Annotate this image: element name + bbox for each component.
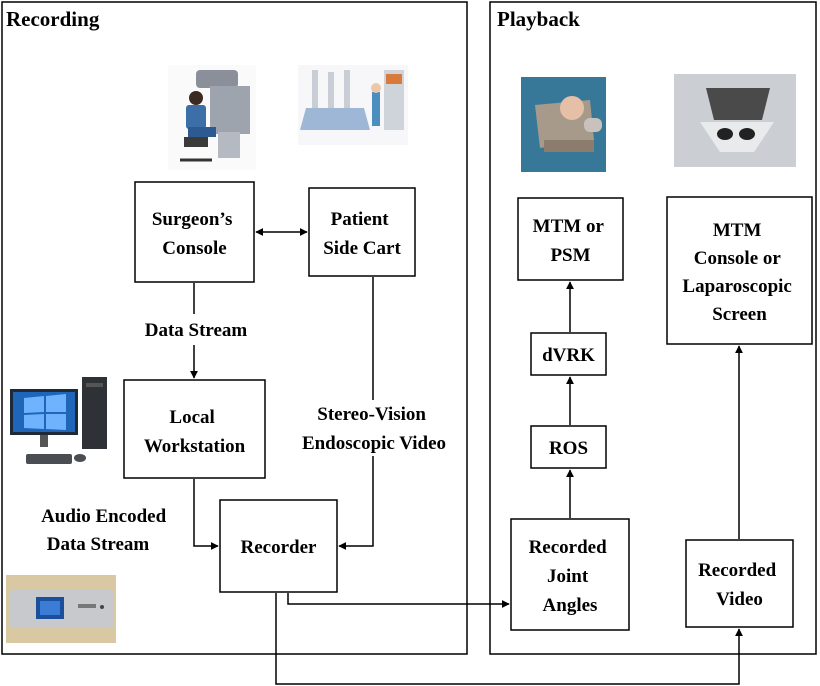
stereo-recorder-arrow (338, 456, 374, 550)
recording-panel (1, 1, 468, 655)
recorded-video-box: Recorded Video (685, 539, 794, 628)
recording-panel-title: Recording (6, 7, 100, 31)
surgeon-console-box: Surgeon’s Console (134, 181, 255, 283)
surgeon-console-label: Surgeon’s Console (152, 209, 237, 259)
local-workstation-label: Local Workstation (144, 407, 246, 457)
mtm-psm-box: MTM or PSM (517, 197, 624, 281)
recorded-joint-angles-label: Recorded Joint Angles (529, 537, 612, 616)
data-stream-label: Data Stream (145, 320, 248, 341)
mtm-psm-label: MTM or PSM (533, 216, 609, 266)
recorder-box: Recorder (219, 499, 338, 593)
ros-box: ROS (530, 425, 607, 469)
ros-label: ROS (549, 438, 588, 459)
patient-cart-box: Patient Side Cart (308, 187, 416, 277)
local-workstation-box: Local Workstation (123, 379, 266, 479)
playback-panel (489, 1, 817, 655)
audio-encoded-label: Audio Encoded Data Stream (41, 506, 171, 555)
patient-cart-photo (298, 65, 408, 145)
recorded-video-label: Recorded Video (698, 560, 781, 610)
mtm-console-box: MTM Console or Laparoscopic Screen (666, 196, 813, 345)
recorded-joint-angles-box: Recorded Joint Angles (510, 518, 630, 631)
mtm-console-photo (674, 74, 796, 167)
patient-cart-label: Patient Side Cart (323, 209, 401, 259)
mtm-console-label: MTM Console or Laparoscopic Screen (682, 220, 796, 325)
workstation-recorder-arrow (193, 479, 219, 550)
dvrk-box: dVRK (530, 332, 607, 376)
playback-panel-title: Playback (497, 7, 580, 31)
surgeon-console-photo (168, 65, 256, 170)
recorder-photo (6, 575, 116, 643)
dvrk-label: dVRK (542, 345, 595, 366)
stereo-vision-label: Stereo-Vision Endoscopic Video (302, 404, 446, 454)
recorder-joint-angles-arrow (287, 593, 510, 608)
workstation-photo (10, 377, 107, 464)
recorder-video-arrow (275, 593, 743, 685)
recorder-label: Recorder (241, 537, 318, 558)
mtm-photo (521, 77, 606, 172)
